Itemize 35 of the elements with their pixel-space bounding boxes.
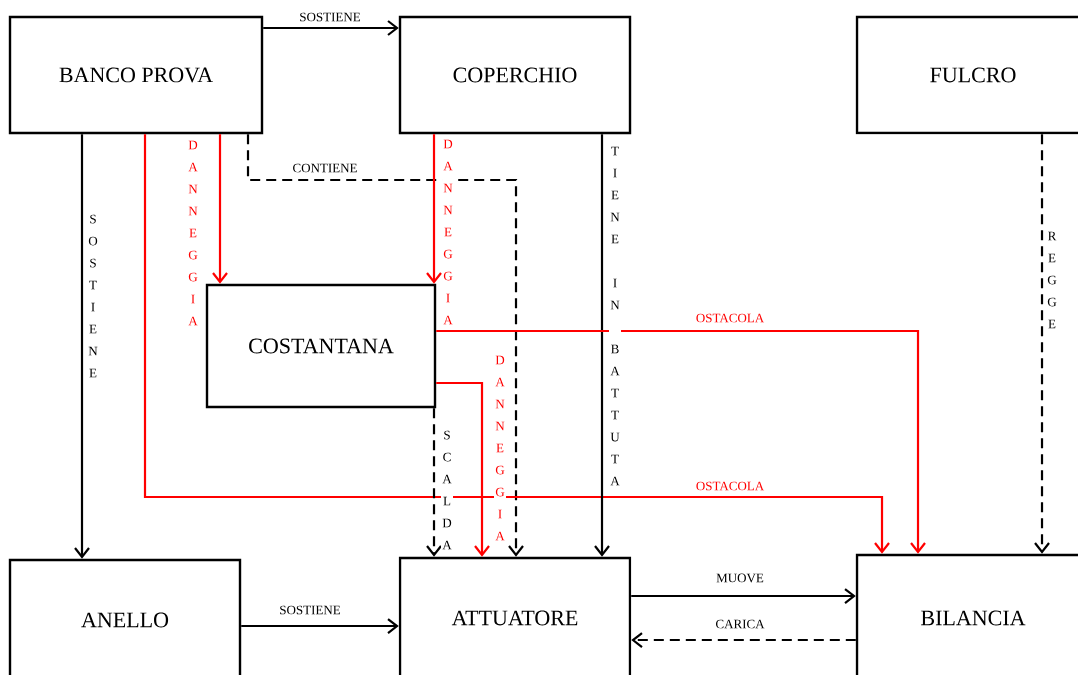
block-box: COPERCHIO: [398, 15, 632, 135]
edge-label: CONTIENE: [291, 162, 359, 174]
block-box: ANELLO: [8, 558, 242, 675]
edge-label: REGGE: [1046, 230, 1058, 330]
edge-label: DANNEGGIA: [442, 138, 454, 326]
edge-label: OSTACOLA: [694, 312, 766, 324]
edge-label: MUOVE: [714, 572, 766, 584]
edge-label: OSTACOLA: [694, 480, 766, 492]
arrow: [1034, 134, 1050, 554]
arrow: [241, 618, 399, 634]
block-box: ATTUATORE: [398, 556, 632, 675]
block-box: COSTANTANA: [205, 283, 437, 409]
block-box: FULCRO: [855, 15, 1078, 135]
arrow: [436, 381, 490, 557]
edge-label: SOSTIENE: [297, 11, 363, 23]
block-box: BANCO PROVA: [8, 15, 264, 135]
edge-label: SCALDA: [441, 429, 453, 551]
arrow: [594, 134, 610, 557]
block-box: BILANCIA: [855, 553, 1078, 675]
edge-label: SOSTIENE: [277, 604, 343, 616]
arrow: [426, 408, 442, 557]
arrow: [143, 134, 890, 554]
edge-label: DANNEGGIA: [187, 139, 199, 327]
arrow: [631, 588, 856, 604]
arrow: [436, 329, 926, 554]
edge-label: CARICA: [713, 618, 767, 630]
arrow: [212, 134, 228, 284]
arrow: [246, 134, 524, 557]
edge-label: SOSTIENE: [87, 213, 99, 379]
edge-label: DANNEGGIA: [494, 354, 506, 542]
arrow: [263, 20, 399, 36]
edge-label: TIENE IN BATTUTA: [609, 145, 621, 487]
arrow: [74, 134, 90, 559]
arrow: [631, 632, 856, 648]
arrow: [426, 134, 442, 284]
